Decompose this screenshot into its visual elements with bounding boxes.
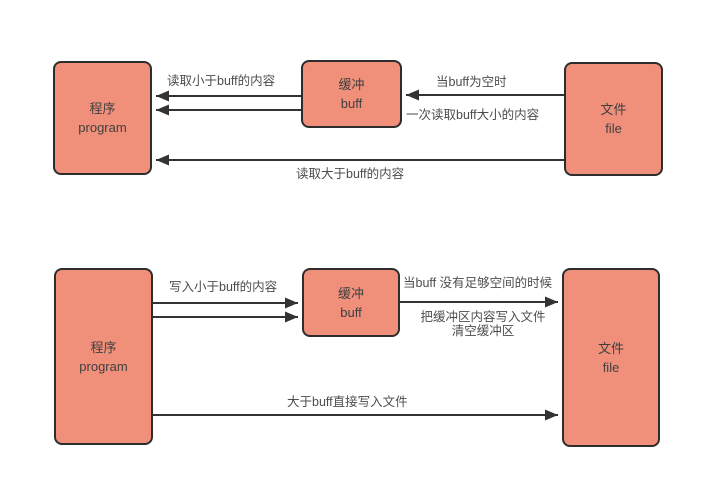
write-small-label: 写入小于buff的内容 xyxy=(169,280,278,294)
flush-to-file-label: 把缓冲区内容写入文件 xyxy=(420,310,546,324)
read-buff-size-label: 一次读取buff大小的内容 xyxy=(406,108,540,122)
write-program-title: 程序 xyxy=(90,339,117,355)
read-program-node: 程序 program xyxy=(53,61,152,175)
write-buffer-node: 缓冲 buff xyxy=(302,268,400,337)
write-file-subtitle: file xyxy=(602,359,620,375)
write-large-label: 大于buff直接写入文件 xyxy=(287,395,408,409)
read-program-subtitle: program xyxy=(78,120,127,135)
read-buffer-title: 缓冲 xyxy=(338,77,365,92)
write-buffer-subtitle: buff xyxy=(340,304,362,320)
read-file-node: 文件 file xyxy=(564,62,663,176)
read-file-title: 文件 xyxy=(600,102,627,117)
write-program-subtitle: program xyxy=(79,358,128,374)
write-buffer-title: 缓冲 xyxy=(337,285,364,301)
read-large-label: 读取大于buff的内容 xyxy=(296,167,405,181)
read-buffer-subtitle: buff xyxy=(340,96,363,111)
read-program-title: 程序 xyxy=(89,101,116,116)
write-program-node: 程序 program xyxy=(54,268,153,445)
write-file-node: 文件 file xyxy=(562,268,660,447)
when-empty-label: 当buff为空时 xyxy=(436,75,507,89)
read-small-label: 读取小于buff的内容 xyxy=(167,74,276,88)
read-buffer-node: 缓冲 buff xyxy=(301,60,402,128)
clear-buffer-label: 清空缓冲区 xyxy=(451,324,515,338)
read-file-subtitle: file xyxy=(605,121,622,136)
write-file-title: 文件 xyxy=(597,340,624,356)
flush-label: 把缓冲区内容写入文件 清空缓冲区 xyxy=(402,310,564,338)
when-no-space-label: 当buff 没有足够空间的时候 xyxy=(403,276,553,290)
